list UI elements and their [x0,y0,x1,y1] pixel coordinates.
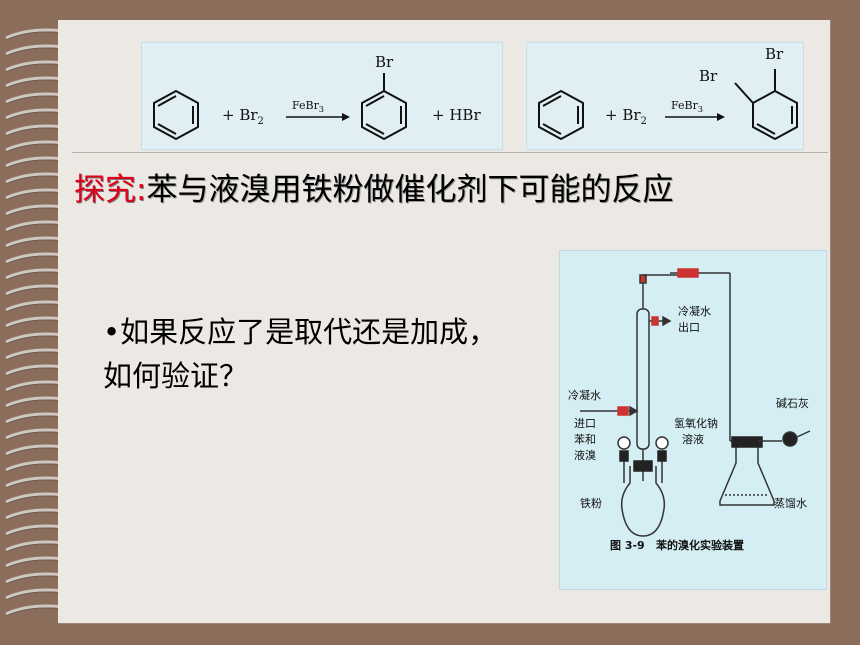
divider-line [72,152,828,153]
substitution-equation: + Br2 FeBr3 Br + HBr [153,53,481,141]
apparatus-diagram: 冷凝水 出口 冷凝水 进口 苯和 液溴 铁粉 氢氧化钠 溶液 碱石灰 蒸馏水 图… [568,268,811,552]
reagent-br2: + Br2 [222,106,264,127]
water-outlet-tube [649,315,672,327]
product-br-label-left: Br [699,67,718,85]
label-reagents: 苯和 [574,432,596,446]
reagent-br2-2: + Br2 [605,106,647,127]
slide-heading: 探究:苯与液溴用铁粉做催化剂下可能的反应 [74,170,673,210]
label-water-out2: 出口 [678,320,700,334]
heading-text: 苯与液溴用铁粉做催化剂下可能的反应 [146,172,674,208]
bullet-marker: • [103,315,121,349]
caption-text: 苯的溴化实验装置 [655,538,744,552]
dibromocyclohexadiene-product [734,69,798,141]
bromobenzene-product [361,73,407,141]
benzene-ring-reactant-2 [538,89,584,141]
label-reagents2: 液溴 [574,448,596,462]
addition-equation: + Br2 FeBr3 Br Br [538,45,798,141]
catalyst-febr3: FeBr3 [292,99,324,114]
product-br-label: Br [375,53,394,71]
label-distilled-water: 蒸馏水 [774,496,807,510]
caption-number: 图 3-9 [610,539,645,552]
reaction-arrow-2 [665,113,725,121]
label-water-out: 冷凝水 [678,304,711,318]
product-br-label-top: Br [765,45,784,63]
gas-tube [670,268,742,442]
catalyst-febr3-2: FeBr3 [671,99,703,114]
conical-flask [719,436,775,506]
benzene-ring-reactant [153,89,199,141]
label-lime: 碱石灰 [776,396,809,410]
reaction-substitution-figure: + Br2 FeBr3 Br + HBr [141,42,503,150]
heading-highlight: 探究: [74,172,147,208]
label-iron: 铁粉 [580,497,602,510]
label-naoh2: 溶液 [682,432,704,446]
bullet-text: 如果反应了是取代还是加成，如何验证？ [103,315,498,393]
label-naoh: 氢氧化钠 [674,416,718,430]
water-inlet-tube [580,405,639,417]
byproduct-hbr: + HBr [432,106,481,124]
reaction-addition-figure: + Br2 FeBr3 Br Br [526,42,804,150]
apparatus-figure: 冷凝水 出口 冷凝水 进口 苯和 液溴 铁粉 氢氧化钠 溶液 碱石灰 蒸馏水 图… [559,250,827,590]
reaction-arrow [286,113,350,121]
lime-drying-tube [758,430,811,447]
label-water-in2: 进口 [574,417,596,430]
label-water-in: 冷凝水 [568,388,601,402]
bullet-question: •如果反应了是取代还是加成，如何验证？ [103,310,523,398]
round-bottom-flask [617,436,669,537]
